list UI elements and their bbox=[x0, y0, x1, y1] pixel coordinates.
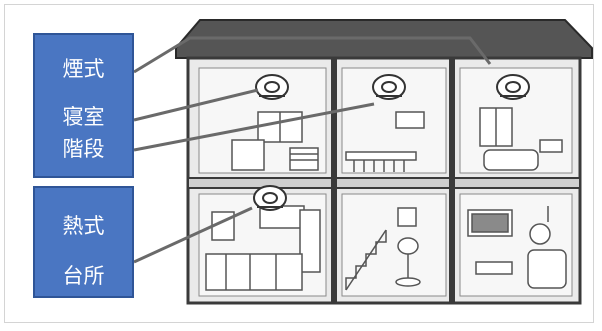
smoke-detector-label-box: 煙式 寝室 階段 bbox=[33, 33, 134, 178]
smoke-detector-icon bbox=[256, 75, 288, 99]
smoke-type-label: 煙式 bbox=[35, 53, 132, 83]
smoke-detector-icon bbox=[497, 75, 529, 99]
heat-detector-icon bbox=[254, 186, 286, 210]
room-stairs-bottom bbox=[342, 194, 446, 296]
floor-divider bbox=[188, 178, 580, 188]
room-label-stairs: 階段 bbox=[35, 133, 132, 163]
room-label-bedroom: 寝室 bbox=[35, 101, 132, 131]
smoke-detector-icon bbox=[373, 75, 405, 99]
heat-type-label: 熱式 bbox=[35, 210, 132, 240]
room-label-kitchen: 台所 bbox=[35, 260, 132, 290]
heat-detector-label-box: 熱式 台所 bbox=[33, 186, 134, 298]
